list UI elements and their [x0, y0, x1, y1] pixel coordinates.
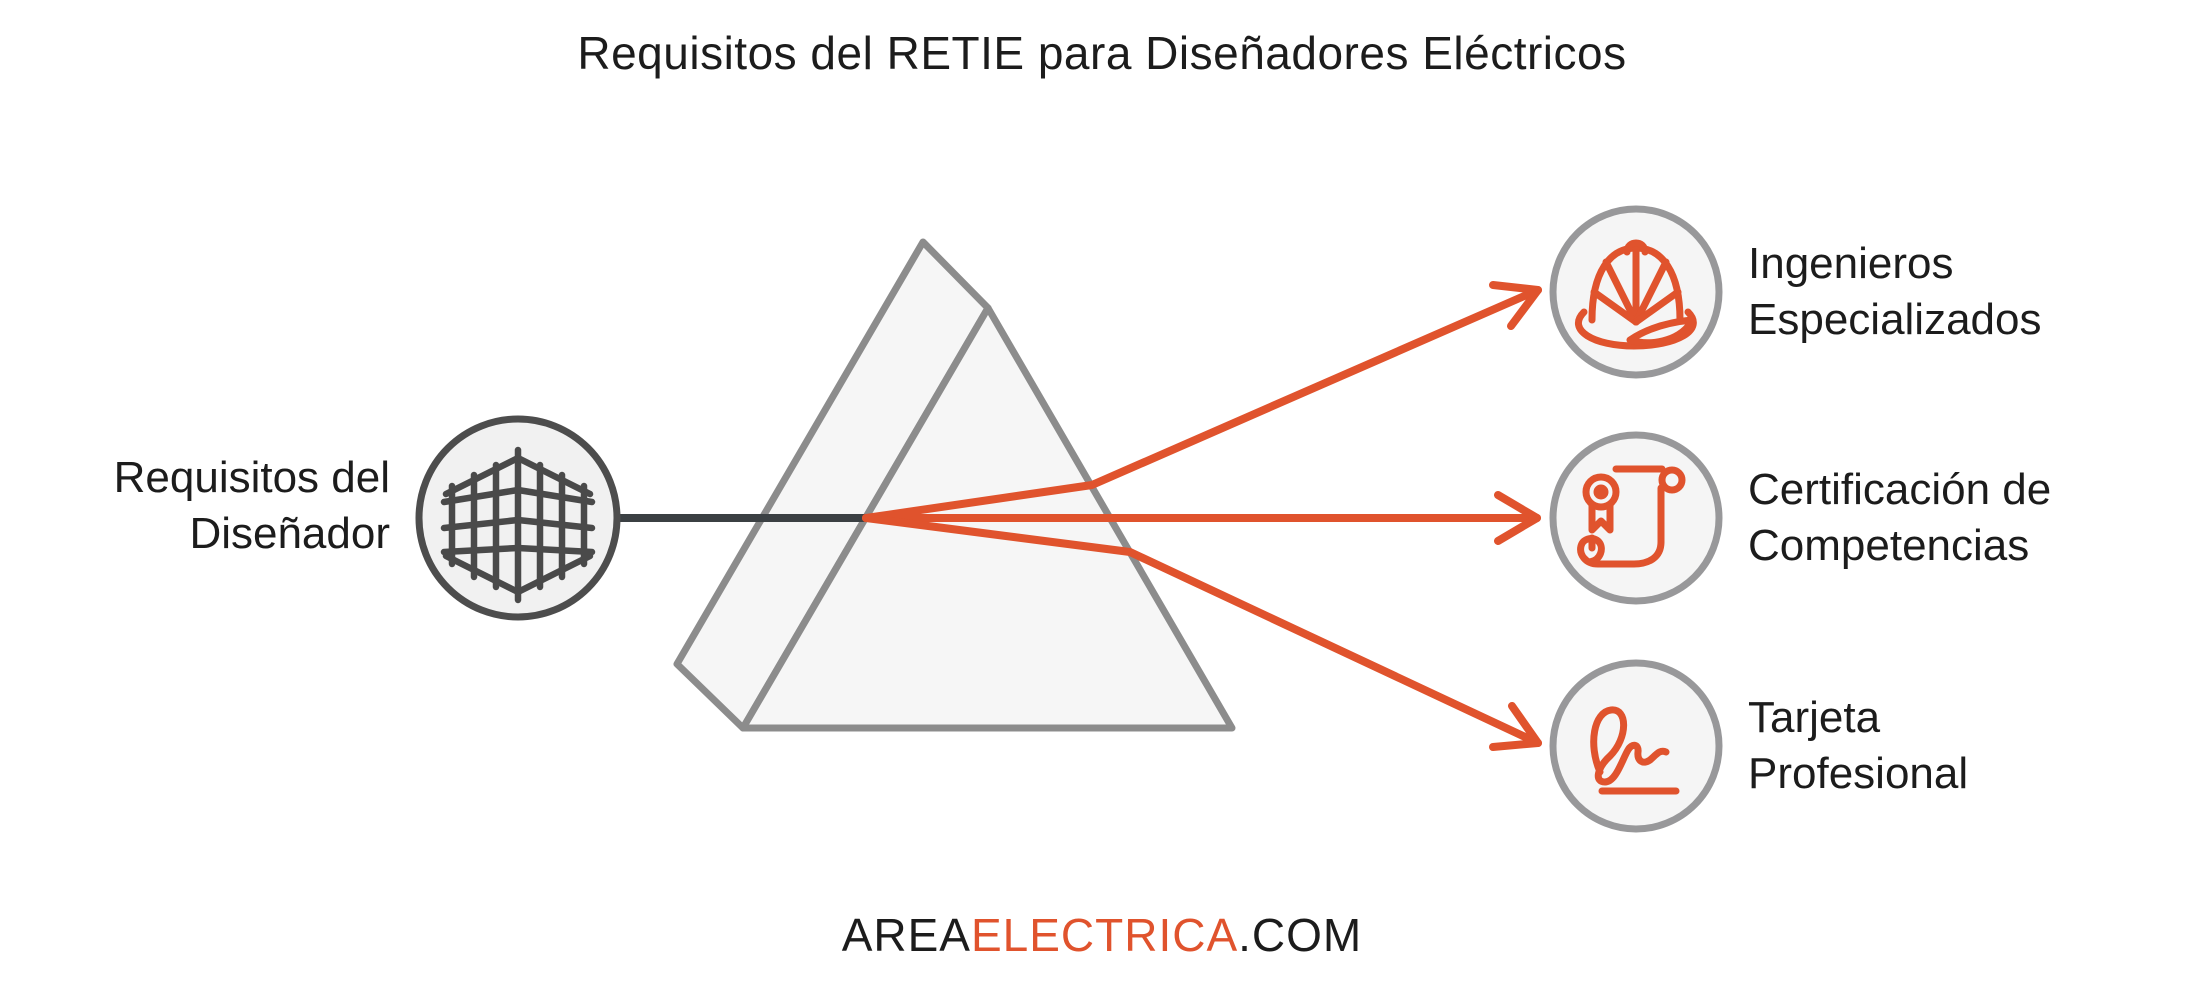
target-label-line: Competencias — [1748, 521, 2030, 570]
target-node-engineers — [1549, 205, 1723, 379]
target-label-line: Ingenieros — [1748, 239, 1954, 288]
perspective-grid-icon — [440, 446, 596, 604]
source-node-label: Requisitos del Diseñador — [114, 450, 390, 562]
refracted-beams — [862, 281, 1542, 751]
beam-arrow-top — [862, 286, 1542, 522]
target-label-line: Especializados — [1748, 295, 2042, 344]
target-label-license: Tarjeta Profesional — [1748, 690, 1968, 802]
arrowhead-bottom — [1489, 702, 1542, 751]
target-node-certification — [1549, 431, 1723, 605]
footer-brand-area: AREA — [841, 909, 971, 961]
footer-brand-electrica: ELECTRICA — [970, 909, 1239, 961]
target-label-line: Tarjeta — [1748, 693, 1881, 742]
signature-icon — [1590, 706, 1680, 795]
diagram-title: Requisitos del RETIE para Diseñadores El… — [577, 27, 1627, 79]
prism-shape — [673, 238, 1236, 732]
certificate-scroll-icon — [1577, 465, 1686, 568]
target-node-circle — [1549, 431, 1723, 605]
target-label-line: Certificación de — [1748, 465, 2052, 514]
target-node-license — [1549, 659, 1723, 833]
target-label-certification: Certificación de Competencias — [1748, 462, 2051, 574]
source-label-line-2: Diseñador — [189, 509, 390, 558]
source-label-line-1: Requisitos del — [113, 453, 390, 502]
beam-arrow-bottom — [862, 514, 1542, 747]
footer-brand: AREAELECTRICA.COM — [0, 908, 2204, 962]
source-node — [415, 415, 621, 621]
footer-brand-com: .COM — [1238, 909, 1363, 961]
hard-hat-icon — [1575, 239, 1697, 350]
target-label-line: Profesional — [1748, 749, 1969, 798]
arrowhead-top — [1489, 281, 1542, 330]
target-label-engineers: Ingenieros Especializados — [1748, 236, 2042, 348]
arrowhead-middle — [1494, 491, 1541, 545]
